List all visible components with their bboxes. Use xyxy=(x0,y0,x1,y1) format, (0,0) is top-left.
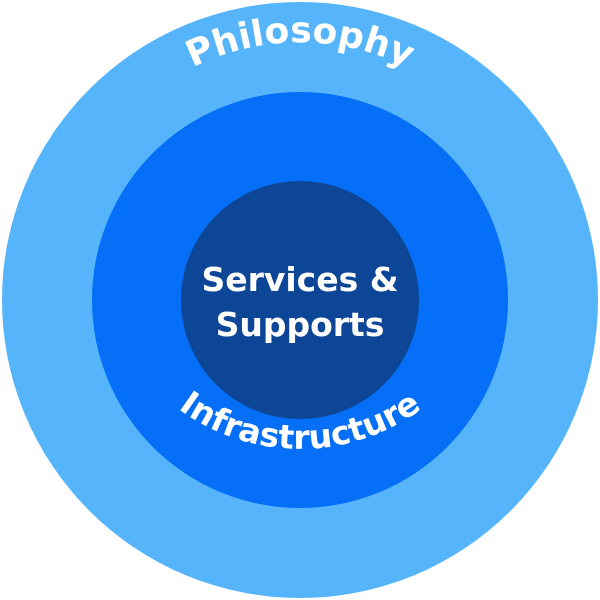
center-label-line1: Services & xyxy=(201,260,398,299)
inner-circle-services-supports xyxy=(181,181,419,419)
center-label-line2: Supports xyxy=(216,305,385,344)
